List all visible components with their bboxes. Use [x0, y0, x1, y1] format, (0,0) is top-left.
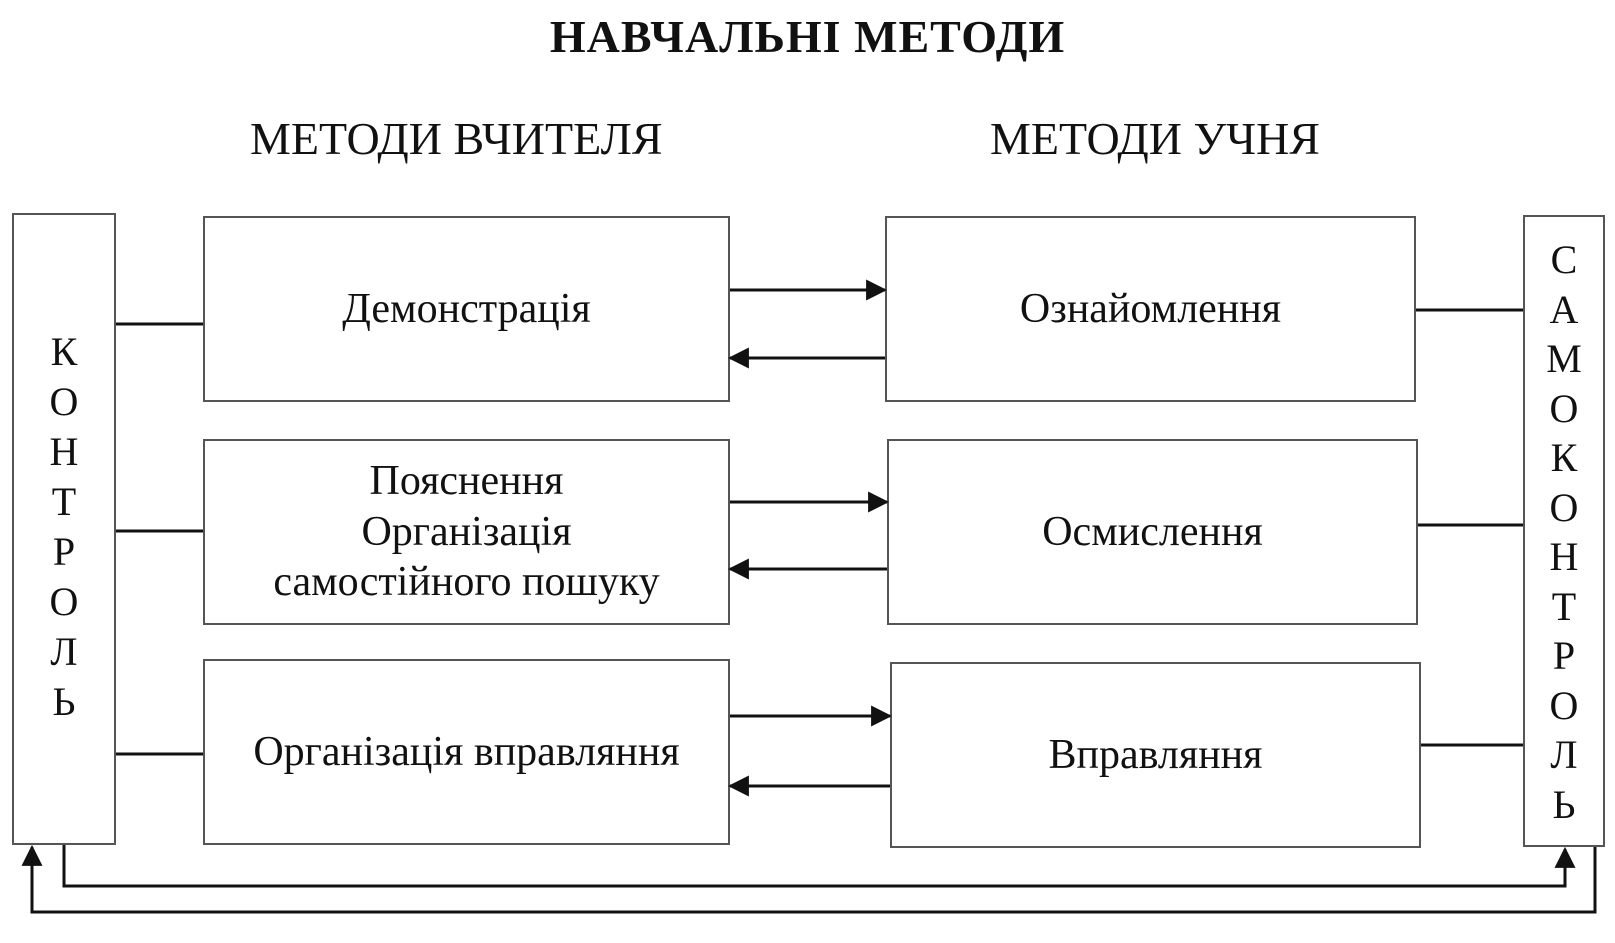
text-line: Пояснення [369, 458, 564, 505]
self-control-letter: А [1549, 286, 1579, 332]
student-method-exercise: Вправляння [890, 662, 1421, 848]
student-methods-heading: МЕТОДИ УЧНЯ [990, 113, 1320, 164]
control-letter: Л [50, 629, 78, 674]
teacher-methods-heading: МЕТОДИ ВЧИТЕЛЯ [250, 113, 663, 164]
teacher-method-explanation: Пояснення Організація самостійного пошук… [203, 439, 730, 625]
self-control-letter: С [1550, 237, 1578, 282]
control-letter: Т [51, 479, 77, 524]
text-line: Вправляння [1048, 731, 1263, 778]
text-line: самостійного пошуку [273, 559, 660, 606]
feedback-arrow-to-control [21, 844, 1597, 914]
self-control-letter: Ь [1552, 781, 1576, 827]
control-letter: Ь [52, 679, 76, 724]
teacher-method-text: Демонстрація [342, 284, 590, 334]
control-letter: Р [52, 529, 76, 574]
teacher-method-text: Пояснення Організація самостійного пошук… [273, 456, 659, 607]
self-control-letter: М [1546, 336, 1582, 381]
control-letter: Н [49, 429, 79, 474]
control-letter: О [49, 379, 79, 424]
text-line: Організація вправляння [253, 728, 680, 775]
self-control-label: С А М О К О Н Т Р О Л Ь [1525, 235, 1603, 829]
teacher-method-exercise-organization: Організація вправляння [203, 659, 730, 845]
self-control-bar: С А М О К О Н Т Р О Л Ь [1523, 215, 1605, 847]
student-method-text: Ознайомлення [1020, 284, 1281, 334]
control-bar: К О Н Т Р О Л Ь [12, 213, 116, 845]
feedback-arrow-to-self-control [62, 845, 1576, 888]
teacher-method-demonstration: Демонстрація [203, 216, 730, 402]
text-line: Демонстрація [342, 285, 591, 332]
student-method-familiarization: Ознайомлення [885, 216, 1416, 402]
student-method-text: Осмислення [1042, 507, 1263, 557]
student-method-text: Вправляння [1049, 730, 1263, 780]
self-control-letter: О [1549, 484, 1579, 530]
text-line: Організація [361, 508, 572, 555]
teacher-method-text: Організація вправляння [253, 727, 679, 777]
self-control-letter: К [1550, 435, 1578, 480]
text-line: Ознайомлення [1019, 285, 1282, 332]
control-letter: О [49, 579, 79, 624]
control-letter: К [50, 329, 78, 374]
student-method-comprehension: Осмислення [887, 439, 1418, 625]
self-control-letter: Р [1552, 633, 1576, 678]
self-control-letter: О [1549, 682, 1579, 728]
control-label: К О Н Т Р О Л Ь [14, 327, 114, 727]
self-control-letter: О [1549, 385, 1579, 431]
diagram-title: НАВЧАЛЬНІ МЕТОДИ [549, 11, 1066, 62]
text-line: Осмислення [1042, 508, 1263, 555]
self-control-letter: Т [1551, 583, 1577, 629]
self-control-letter: Л [1550, 732, 1578, 777]
self-control-letter: Н [1549, 534, 1579, 579]
